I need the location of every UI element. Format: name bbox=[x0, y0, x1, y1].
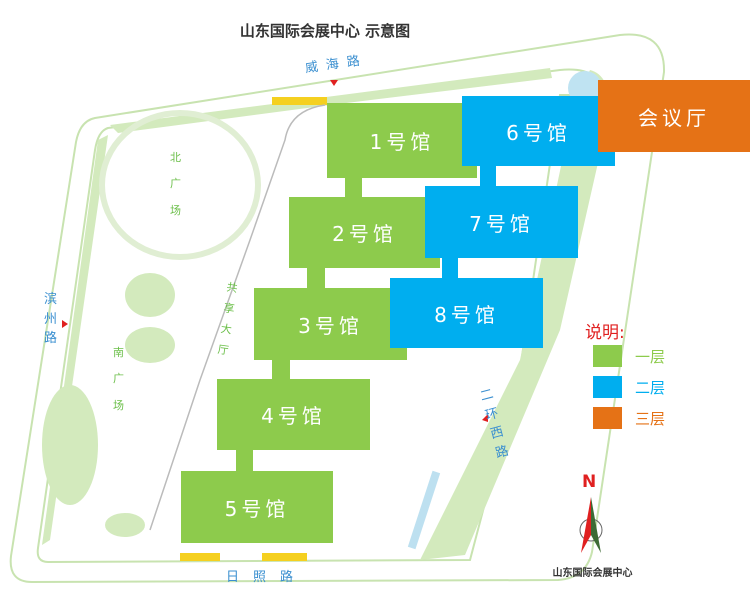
south-green-2 bbox=[125, 327, 175, 363]
parking-sign bbox=[180, 553, 220, 561]
hall-1[interactable]: 1号馆 bbox=[327, 103, 477, 178]
conference-hall[interactable]: 会议厅 bbox=[598, 80, 750, 152]
road-binzhou: 滨州路 bbox=[44, 292, 58, 346]
corridor bbox=[345, 176, 362, 199]
corridor bbox=[442, 256, 458, 280]
entrance-icon bbox=[482, 414, 488, 422]
south-green-4 bbox=[105, 513, 145, 537]
legend-label-floor-3: 三层 bbox=[635, 410, 666, 428]
east-water-strip bbox=[407, 470, 441, 550]
legend-swatch-floor-2 bbox=[593, 376, 622, 398]
corridor bbox=[480, 164, 496, 188]
north-plaza-lawn bbox=[99, 110, 261, 260]
entrance-icon bbox=[62, 320, 68, 328]
north-arrow-icon bbox=[579, 497, 603, 553]
parking-sign bbox=[262, 553, 307, 561]
corridor bbox=[236, 448, 253, 473]
legend-label-floor-2: 二层 bbox=[635, 379, 666, 397]
hall-5[interactable]: 5号馆 bbox=[181, 471, 333, 543]
north-green-belt bbox=[110, 68, 552, 133]
outer-road-boundary bbox=[9, 33, 666, 584]
hall-6[interactable]: 6号馆 bbox=[462, 96, 615, 166]
south-green-1 bbox=[125, 273, 175, 317]
parking-sign bbox=[272, 97, 327, 105]
legend-label-floor-1: 一层 bbox=[635, 348, 666, 366]
hall-7[interactable]: 7号馆 bbox=[425, 186, 578, 258]
walkway bbox=[149, 104, 326, 531]
hall-2[interactable]: 2号馆 bbox=[289, 197, 440, 268]
legend-swatch-floor-3 bbox=[593, 407, 622, 429]
north-plaza-label: 北广场 bbox=[170, 151, 181, 217]
legend-swatch-floor-1 bbox=[593, 345, 622, 367]
corridor bbox=[272, 358, 290, 381]
hall-4[interactable]: 4号馆 bbox=[217, 379, 370, 450]
legend-title: 说明: bbox=[585, 323, 625, 343]
hall-3[interactable]: 3号馆 bbox=[254, 288, 407, 360]
road-rizhao: 日照路 bbox=[226, 570, 308, 585]
hall-8[interactable]: 8号馆 bbox=[390, 278, 543, 348]
corridor bbox=[307, 266, 325, 290]
brand-label: 山东国际会展中心 bbox=[552, 568, 633, 579]
south-green-3 bbox=[42, 385, 98, 505]
map-title: 山东国际会展中心 示意图 bbox=[239, 22, 411, 40]
south-plaza-label: 南广场 bbox=[113, 346, 124, 412]
entrance-icon bbox=[330, 80, 338, 86]
north-label: N bbox=[582, 472, 597, 492]
